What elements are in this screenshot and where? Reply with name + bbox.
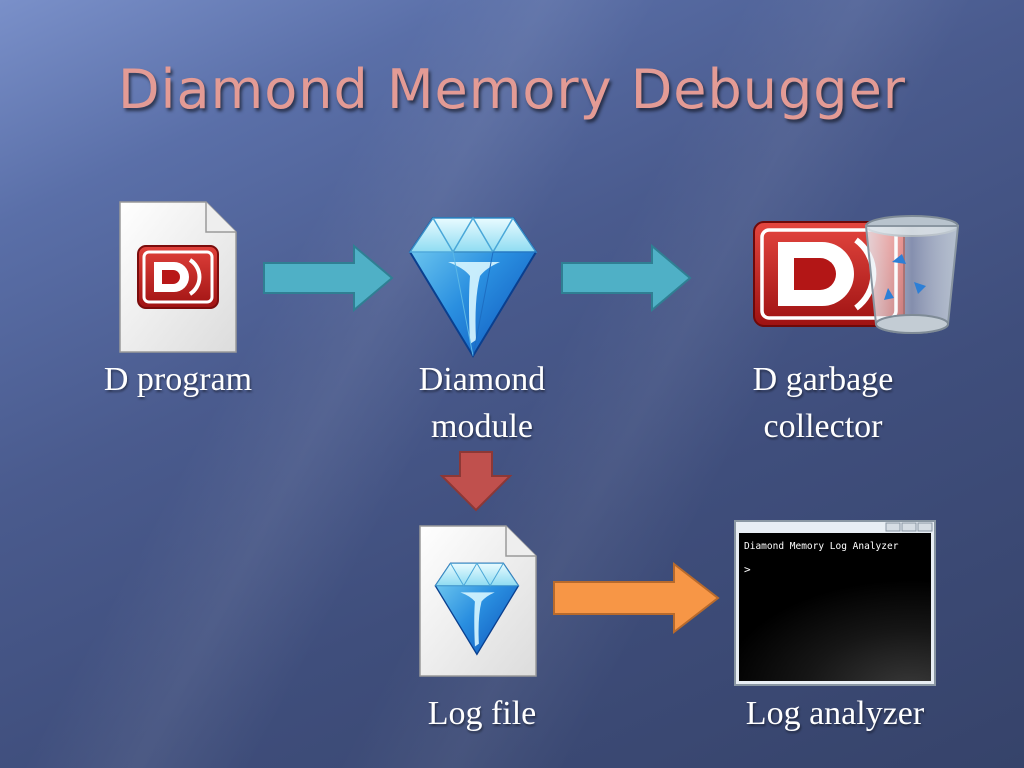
diamond-module-label-line2: module — [431, 408, 533, 445]
slide-title: Diamond Memory Debugger — [117, 58, 907, 121]
d-program-file-icon — [118, 200, 238, 354]
garbage-collector-label: D garbage collector — [700, 356, 946, 450]
arrow-module-to-logfile — [439, 450, 513, 512]
log-analyzer-label-text: Log analyzer — [745, 695, 925, 732]
arrow-program-to-module — [262, 243, 394, 313]
terminal-title-text: Diamond Memory Log Analyzer — [744, 541, 899, 552]
garbage-collector-label-line2: collector — [763, 408, 883, 445]
terminal-prompt-text: > — [744, 563, 751, 576]
log-file-label: Log file — [380, 690, 584, 737]
log-file-label-text: Log file — [427, 695, 537, 732]
d-program-label-text: D program — [103, 361, 253, 398]
arrow-module-to-collector — [560, 243, 692, 313]
d-program-label: D program — [60, 356, 296, 403]
d-garbage-collector-icon — [752, 212, 964, 342]
diamond-module-label: Diamond module — [370, 356, 594, 450]
log-analyzer-label: Log analyzer — [700, 690, 970, 737]
diamond-module-label-line1: Diamond — [418, 361, 546, 398]
log-analyzer-terminal-window: Diamond Memory Log Analyzer > — [734, 520, 936, 686]
log-file-icon — [418, 524, 538, 678]
arrow-logfile-to-analyzer — [552, 561, 720, 635]
diamond-module-gem-icon — [408, 210, 538, 358]
garbage-collector-label-line1: D garbage — [752, 361, 894, 398]
